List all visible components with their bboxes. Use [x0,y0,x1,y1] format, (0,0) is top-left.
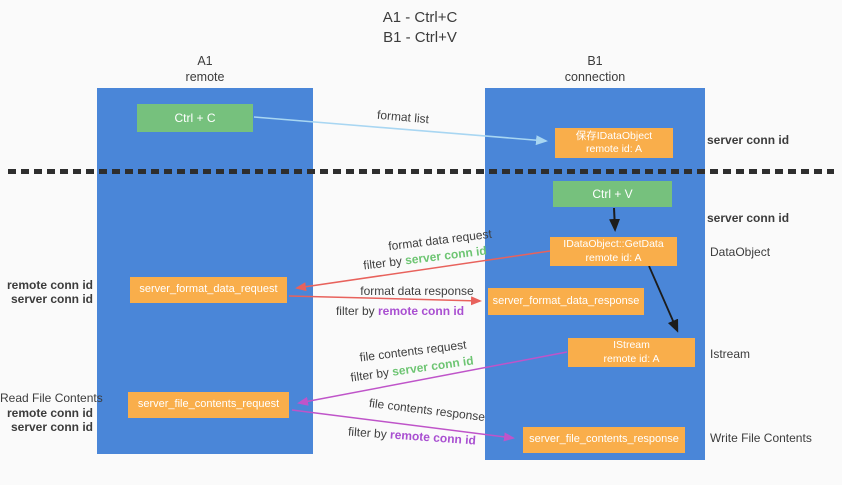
right-server-conn-id-annotation-top: server conn id [707,133,790,147]
server-format-data-request-box: server_format_data_request [130,277,287,303]
file-contents-response-label: file contents response [368,396,486,424]
save-dataobject-line1: 保存IDataObject [575,129,653,142]
title-line-ctrl-v: B1 - Ctrl+V [383,29,457,47]
getdata-line2: remote id: A [585,251,642,264]
left-server-conn-id-annotation-top: server conn id [10,292,93,306]
istream-annotation: Istream [710,347,751,361]
dataobject-annotation: DataObject [710,245,771,259]
filter-by-remote-conn-id-label-2: filter by remote conn id [348,425,477,448]
server-format-data-response-label: server_format_data_response [492,294,640,307]
lane-header-a1: A1 remote [97,54,313,85]
format-data-response-text: format data response [360,284,474,298]
format-list-text: format list [376,107,430,127]
ctrl-c-label: Ctrl + C [174,110,216,125]
filter-by-text: filter by [349,365,390,385]
ctrl-v-label: Ctrl + V [592,186,633,201]
format-data-response-label: format data response [360,284,473,298]
title-line-ctrl-c: A1 - Ctrl+C [382,9,458,26]
file-contents-response-text: file contents response [368,395,486,425]
server-file-contents-request-label: server_file_contents_request [137,398,280,411]
save-dataobject-line2: remote id: A [585,143,643,155]
filter-by-text: filter by [335,304,375,318]
remote-conn-id-text: remote conn id [389,427,477,448]
lane-b1-name: B1 [587,54,603,68]
server-file-contents-response-label: server_file_contents_response [529,433,679,446]
istream-line2: remote id: A [603,352,660,365]
getdata-box: IDataObject::GetData remote id: A [550,237,677,266]
filter-by-remote-conn-id-label-1: filter by remote conn id [336,304,464,318]
lane-a1-name: A1 [197,54,213,68]
server-format-data-response-box: server_format_data_response [488,288,644,315]
server-file-contents-response-box: server_file_contents_response [523,427,685,453]
ctrl-c-box: Ctrl + C [137,104,253,132]
diagram-title: A1 - Ctrl+C B1 - Ctrl+V [300,8,540,49]
format-list-label: format list [376,108,429,126]
left-remote-conn-id-annotation-bottom: remote conn id [6,406,93,420]
write-file-contents-annotation: Write File Contents [710,431,812,445]
remote-conn-id-text: remote conn id [378,304,465,318]
left-server-conn-id-annotation-bottom: server conn id [10,420,93,434]
lane-b1-subtitle: connection [564,69,626,84]
right-server-conn-id-annotation-mid: server conn id [707,211,790,225]
getdata-line1: IDataObject::GetData [563,238,664,251]
lane-header-b1: B1 connection [485,54,705,85]
filter-by-text: filter by [347,424,388,442]
section-divider-dotted-line [8,169,834,174]
filter-by-text: filter by [362,253,403,273]
left-remote-conn-id-annotation-top: remote conn id [6,278,93,292]
server-format-data-request-label: server_format_data_request [139,283,278,296]
server-file-contents-request-box: server_file_contents_request [128,392,289,418]
save-dataobject-box: 保存IDataObject remote id: A [555,128,673,158]
istream-line1: IStream [613,339,650,352]
ctrl-v-box: Ctrl + V [553,181,672,207]
lane-a1-subtitle: remote [185,69,225,84]
istream-box: IStream remote id: A [568,338,695,367]
read-file-contents-annotation: Read File Contents [0,391,103,405]
